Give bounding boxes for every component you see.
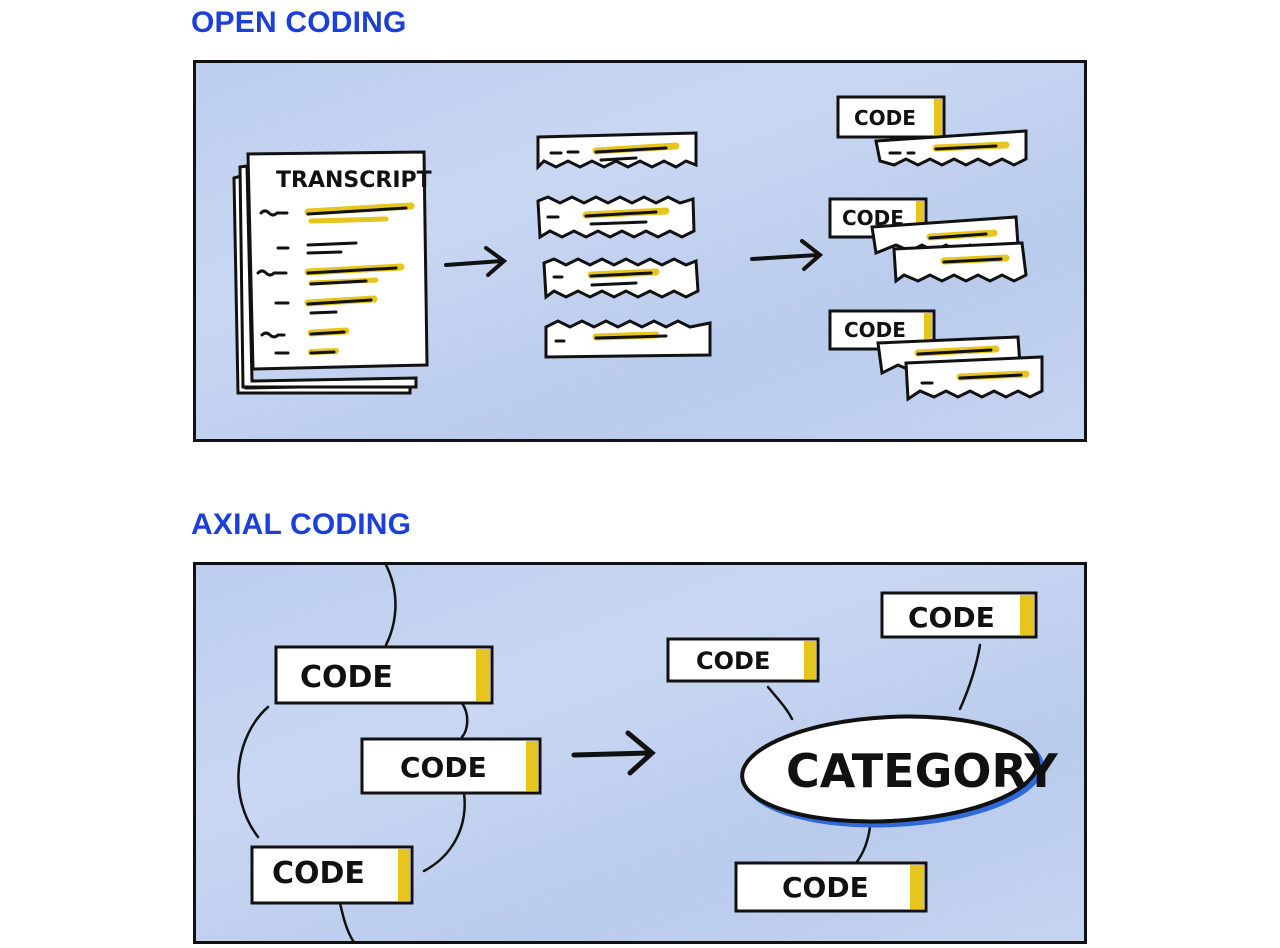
- transcript-snippets: [536, 131, 712, 359]
- snippet: [536, 131, 698, 171]
- open-coding-panel: TRANSCRIPT: [193, 60, 1087, 442]
- category-connections: [766, 643, 982, 865]
- transcript-lines: [256, 202, 415, 355]
- code-connections: [237, 565, 469, 941]
- open-coding-illustration: TRANSCRIPT: [232, 95, 1044, 402]
- coded-group: CODE: [836, 95, 1028, 167]
- arrow-right-icon: [444, 246, 508, 277]
- coded-group: CODE: [828, 197, 1028, 284]
- code-tag-label: CODE: [696, 647, 770, 675]
- category-label: CATEGORY: [786, 744, 1058, 798]
- coded-group: CODE: [828, 309, 1044, 402]
- code-tag: CODE: [274, 645, 494, 705]
- code-tag-label: CODE: [300, 660, 393, 695]
- arrow-right-icon: [571, 730, 656, 776]
- transcript-label: TRANSCRIPT: [276, 168, 432, 193]
- snippet: [536, 195, 696, 240]
- arrow-right-icon: [750, 239, 824, 271]
- axial-coding-panel: CODE CODE CODE CATEGORY: [193, 562, 1087, 944]
- code-tag: CODE: [880, 591, 1038, 639]
- code-tag-label: CODE: [844, 318, 906, 342]
- open-coding-title: OPEN CODING: [191, 6, 407, 39]
- code-tag: CODE: [250, 845, 414, 905]
- code-tag-label: CODE: [400, 751, 487, 784]
- axial-coding-title: AXIAL CODING: [191, 508, 412, 541]
- axial-coding-illustration: CODE CODE CODE CATEGORY: [237, 565, 1058, 941]
- code-tag-label: CODE: [854, 106, 916, 130]
- category-node: CATEGORY: [740, 714, 1058, 828]
- snippet: [544, 319, 712, 359]
- transcript-document: TRANSCRIPT: [232, 150, 432, 395]
- code-tag: CODE: [360, 737, 542, 795]
- code-tag: CODE: [666, 637, 820, 683]
- code-tag-label: CODE: [272, 856, 365, 891]
- code-tag-label: CODE: [782, 871, 869, 904]
- snippet: [542, 257, 700, 300]
- code-tag-label: CODE: [908, 601, 995, 634]
- code-tag: CODE: [734, 861, 928, 913]
